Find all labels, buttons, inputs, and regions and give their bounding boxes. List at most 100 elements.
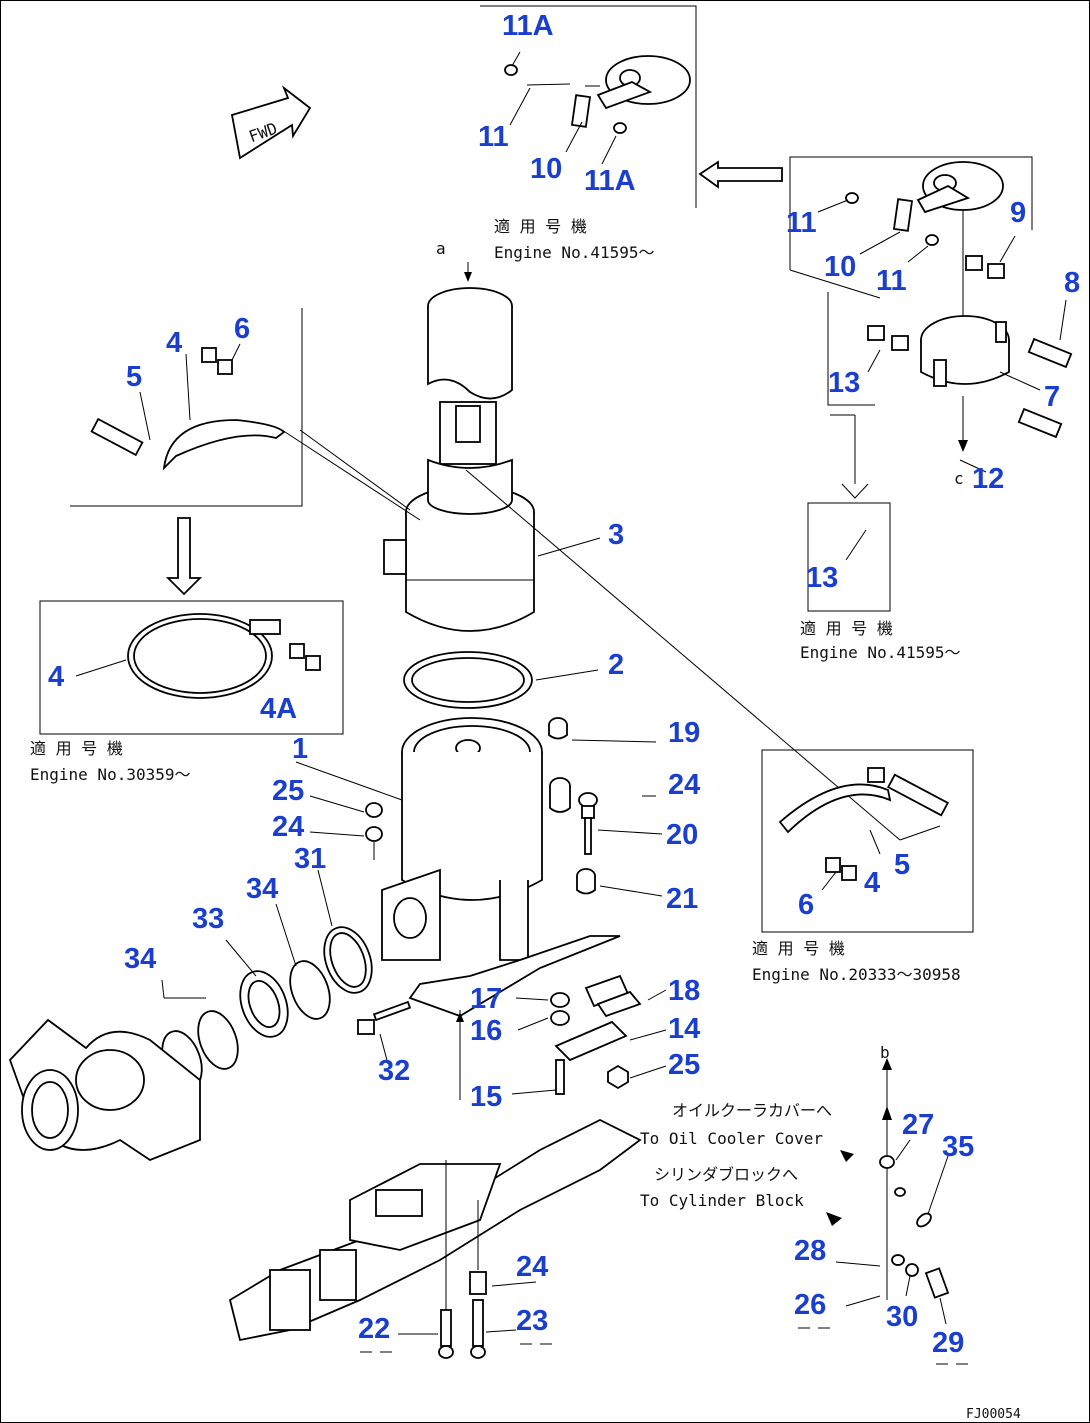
ref-b: b	[880, 1043, 890, 1062]
label-10: 10	[530, 153, 562, 185]
muffler-body-3	[383, 458, 535, 632]
label-13: 13	[806, 562, 838, 594]
label-11: 11	[786, 207, 817, 239]
drawing-code: FJ00054	[966, 1407, 1021, 1422]
spacer-19	[548, 717, 568, 740]
applicable-note-en: Engine No.30359～	[30, 765, 191, 784]
applicable-note-en: Engine No.41595～	[800, 643, 961, 662]
left-box-band	[127, 613, 321, 699]
label-24: 24	[668, 769, 700, 801]
label-5: 5	[894, 849, 910, 881]
label-4: 4	[166, 327, 182, 359]
label-27: 27	[902, 1109, 934, 1141]
bolt-32	[357, 1000, 412, 1035]
arrow-down-left-box	[165, 517, 203, 596]
detail-box-13	[807, 502, 891, 612]
label-25: 25	[668, 1049, 700, 1081]
label-12: 12	[972, 463, 1004, 495]
label-dashes	[360, 1327, 968, 1365]
label-30: 30	[886, 1301, 918, 1333]
spacer-25-left	[365, 802, 383, 860]
label-14: 14	[668, 1013, 700, 1045]
fwd-arrow-icon: FWD	[230, 85, 312, 160]
connection-pipe-top	[427, 262, 513, 465]
turbocharger	[8, 1018, 201, 1162]
part-number-labels: 11A 11 10 11A 11 10 11 9 8 7 13 12 13 6 …	[48, 10, 1080, 1359]
label-5: 5	[126, 361, 142, 393]
detail-box-right-top	[789, 156, 1033, 299]
muffler-base-1	[381, 717, 621, 1017]
label-3: 3	[608, 519, 624, 551]
label-7: 7	[1044, 381, 1060, 413]
applicable-note-en: Engine No.41595～	[494, 243, 655, 262]
label-4a: 4A	[260, 693, 297, 725]
label-2: 2	[608, 649, 624, 681]
label-20: 20	[666, 819, 698, 851]
label-4: 4	[864, 867, 880, 899]
cylinder-block-note-jp: シリンダブロックへ	[654, 1165, 798, 1184]
gasket-2	[403, 651, 533, 709]
label-26: 26	[794, 1289, 826, 1321]
label-29: 29	[932, 1327, 964, 1359]
label-31: 31	[294, 843, 326, 875]
label-33: 33	[192, 903, 224, 935]
label-18: 18	[668, 975, 700, 1007]
label-24: 24	[516, 1251, 548, 1283]
bolt-22	[438, 1160, 454, 1359]
cylinder-block-note-en: To Cylinder Block	[640, 1191, 804, 1210]
leader-lines	[75, 51, 1067, 1335]
label-21: 21	[666, 883, 698, 915]
label-6: 6	[234, 313, 250, 345]
label-17: 17	[470, 983, 502, 1015]
applicable-note-jp: 適 用 号 機	[752, 939, 845, 958]
spacer-21	[576, 868, 596, 895]
applicable-note-en: Engine No.20333～30958	[752, 965, 961, 984]
ref-a: a	[436, 239, 446, 258]
label-24: 24	[272, 811, 304, 843]
label-35: 35	[942, 1131, 974, 1163]
detail-box-left	[39, 600, 344, 735]
notes: 適 用 号 機 Engine No.41595～ 適 用 号 機 Engine …	[30, 217, 1021, 1422]
label-34: 34	[124, 943, 156, 975]
label-11: 11	[478, 121, 509, 153]
label-22: 22	[358, 1313, 390, 1345]
label-28: 28	[794, 1235, 826, 1267]
detail-box-right	[761, 749, 974, 933]
label-25: 25	[272, 775, 304, 807]
detail-box-top	[480, 5, 697, 208]
seal-rings	[161, 926, 373, 1090]
right-detail-clamp	[845, 161, 1073, 452]
label-16: 16	[470, 1015, 502, 1047]
label-11a: 11A	[584, 165, 636, 197]
bolt-23	[469, 1200, 487, 1359]
label-11a: 11A	[502, 10, 554, 42]
top-detail-plate	[504, 55, 691, 134]
label-15: 15	[470, 1081, 502, 1113]
exhaust-manifold	[228, 1118, 642, 1342]
oil-cooler-note-jp: オイルクーラカバーへ	[672, 1101, 832, 1120]
applicable-note-jp: 適 用 号 機	[494, 217, 587, 236]
arrow-down-13-box	[830, 414, 869, 499]
label-11: 11	[876, 265, 907, 297]
label-9: 9	[1010, 197, 1026, 229]
right-box-clamp	[778, 767, 949, 881]
oil-cooler-note-en: To Oil Cooler Cover	[640, 1129, 823, 1148]
label-13: 13	[828, 367, 860, 399]
left-top-clamp	[90, 347, 286, 471]
ref-c: c	[954, 469, 964, 488]
bracket-13	[827, 292, 875, 406]
bracket-assembly	[456, 974, 642, 1100]
label-34: 34	[246, 873, 278, 905]
arrow-to-top-box	[698, 160, 783, 189]
label-6: 6	[798, 889, 814, 921]
label-10: 10	[824, 251, 856, 283]
label-23: 23	[516, 1305, 548, 1337]
applicable-note-jp: 適 用 号 機	[800, 619, 893, 638]
bolt-20	[578, 792, 598, 855]
label-4: 4	[48, 661, 64, 693]
detail-box-left-top	[70, 308, 303, 507]
oil-pipe-detail	[826, 1058, 950, 1300]
applicable-note-jp: 適 用 号 機	[30, 739, 123, 758]
label-19: 19	[668, 717, 700, 749]
